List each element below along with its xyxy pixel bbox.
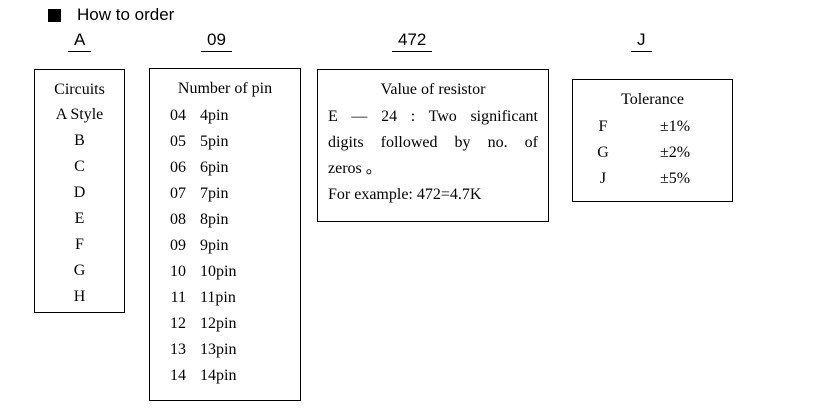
pin-code: 06 xyxy=(170,159,186,176)
pin-label: 4pin xyxy=(200,107,229,124)
tolerance-value: ±2% xyxy=(659,144,691,161)
pins-title: Number of pin xyxy=(177,80,273,97)
resistor-description-line: E — 24 : Two significant xyxy=(328,108,538,125)
code-tolerance: J xyxy=(631,30,652,52)
pin-code: 04 xyxy=(170,107,186,124)
tolerance-row: J ±5% xyxy=(573,166,732,192)
pin-row: 12 12pin xyxy=(150,311,300,337)
circuit-item: G xyxy=(73,262,86,279)
pin-code: 13 xyxy=(170,341,186,358)
pin-code: 07 xyxy=(170,185,186,202)
tolerance-box: Tolerance F ±1% G ±2% J ±5% xyxy=(572,79,733,202)
resistor-description-line: digits followed by no. of xyxy=(328,134,538,151)
pin-label: 13pin xyxy=(200,341,237,358)
pin-row: 05 5pin xyxy=(150,129,300,155)
pin-label: 12pin xyxy=(200,315,237,332)
code-resistor: 472 xyxy=(392,30,433,52)
circuit-item: H xyxy=(73,288,86,305)
pin-row: 09 9pin xyxy=(150,233,300,259)
pin-row: 10 10pin xyxy=(150,259,300,285)
pin-code: 08 xyxy=(170,211,186,228)
circuit-item: E xyxy=(74,210,85,227)
resistor-box: Value of resistor E — 24 : Two significa… xyxy=(317,69,549,222)
pin-label: 14pin xyxy=(200,367,237,384)
pin-label: 8pin xyxy=(200,211,229,228)
pin-row: 11 11pin xyxy=(150,285,300,311)
circuits-title: Circuits xyxy=(54,81,105,98)
pin-code: 14 xyxy=(170,367,186,384)
pin-row: 14 14pin xyxy=(150,363,300,389)
pin-label: 10pin xyxy=(200,263,237,280)
square-bullet-icon xyxy=(48,8,61,22)
pin-code: 12 xyxy=(170,315,186,332)
pin-label: 9pin xyxy=(200,237,229,254)
heading-text: How to order xyxy=(77,5,175,24)
pin-code: 10 xyxy=(170,263,186,280)
circuit-item: D xyxy=(73,184,86,201)
pin-label: 7pin xyxy=(200,185,229,202)
pin-code: 05 xyxy=(170,133,186,150)
circuit-item: B xyxy=(74,132,85,149)
pin-label: 6pin xyxy=(200,159,229,176)
tolerance-letter: G xyxy=(597,144,609,161)
pin-code: 09 xyxy=(170,237,186,254)
circuit-item: A Style xyxy=(55,106,104,123)
tolerance-letter: J xyxy=(599,170,607,187)
circuit-item: C xyxy=(74,158,85,175)
section-heading: How to order xyxy=(48,4,174,26)
tolerance-value: ±5% xyxy=(659,170,691,187)
pin-row: 13 13pin xyxy=(150,337,300,363)
resistor-description-line: zeros 。 xyxy=(328,160,382,177)
tolerance-row: F ±1% xyxy=(573,114,732,140)
circuits-box: Circuits A Style B C D E F G H xyxy=(34,69,125,313)
pin-row: 04 4pin xyxy=(150,103,300,129)
pin-code: 11 xyxy=(170,289,186,306)
code-circuit: A xyxy=(68,30,92,52)
pin-label: 11pin xyxy=(200,289,236,306)
resistor-title: Value of resistor xyxy=(380,81,486,98)
pin-label: 5pin xyxy=(200,133,229,150)
tolerance-value: ±1% xyxy=(659,118,691,135)
pin-row: 07 7pin xyxy=(150,181,300,207)
tolerance-row: G ±2% xyxy=(573,140,732,166)
resistor-example: For example: 472=4.7K xyxy=(328,186,482,203)
pin-row: 08 8pin xyxy=(150,207,300,233)
code-pins: 09 xyxy=(201,30,232,52)
circuit-item: F xyxy=(75,236,84,253)
tolerance-letter: F xyxy=(598,118,608,135)
pin-row: 06 6pin xyxy=(150,155,300,181)
pins-box: Number of pin 04 4pin 05 5pin 06 6pin 07 7pi… xyxy=(149,68,301,401)
tolerance-title: Tolerance xyxy=(621,91,684,108)
